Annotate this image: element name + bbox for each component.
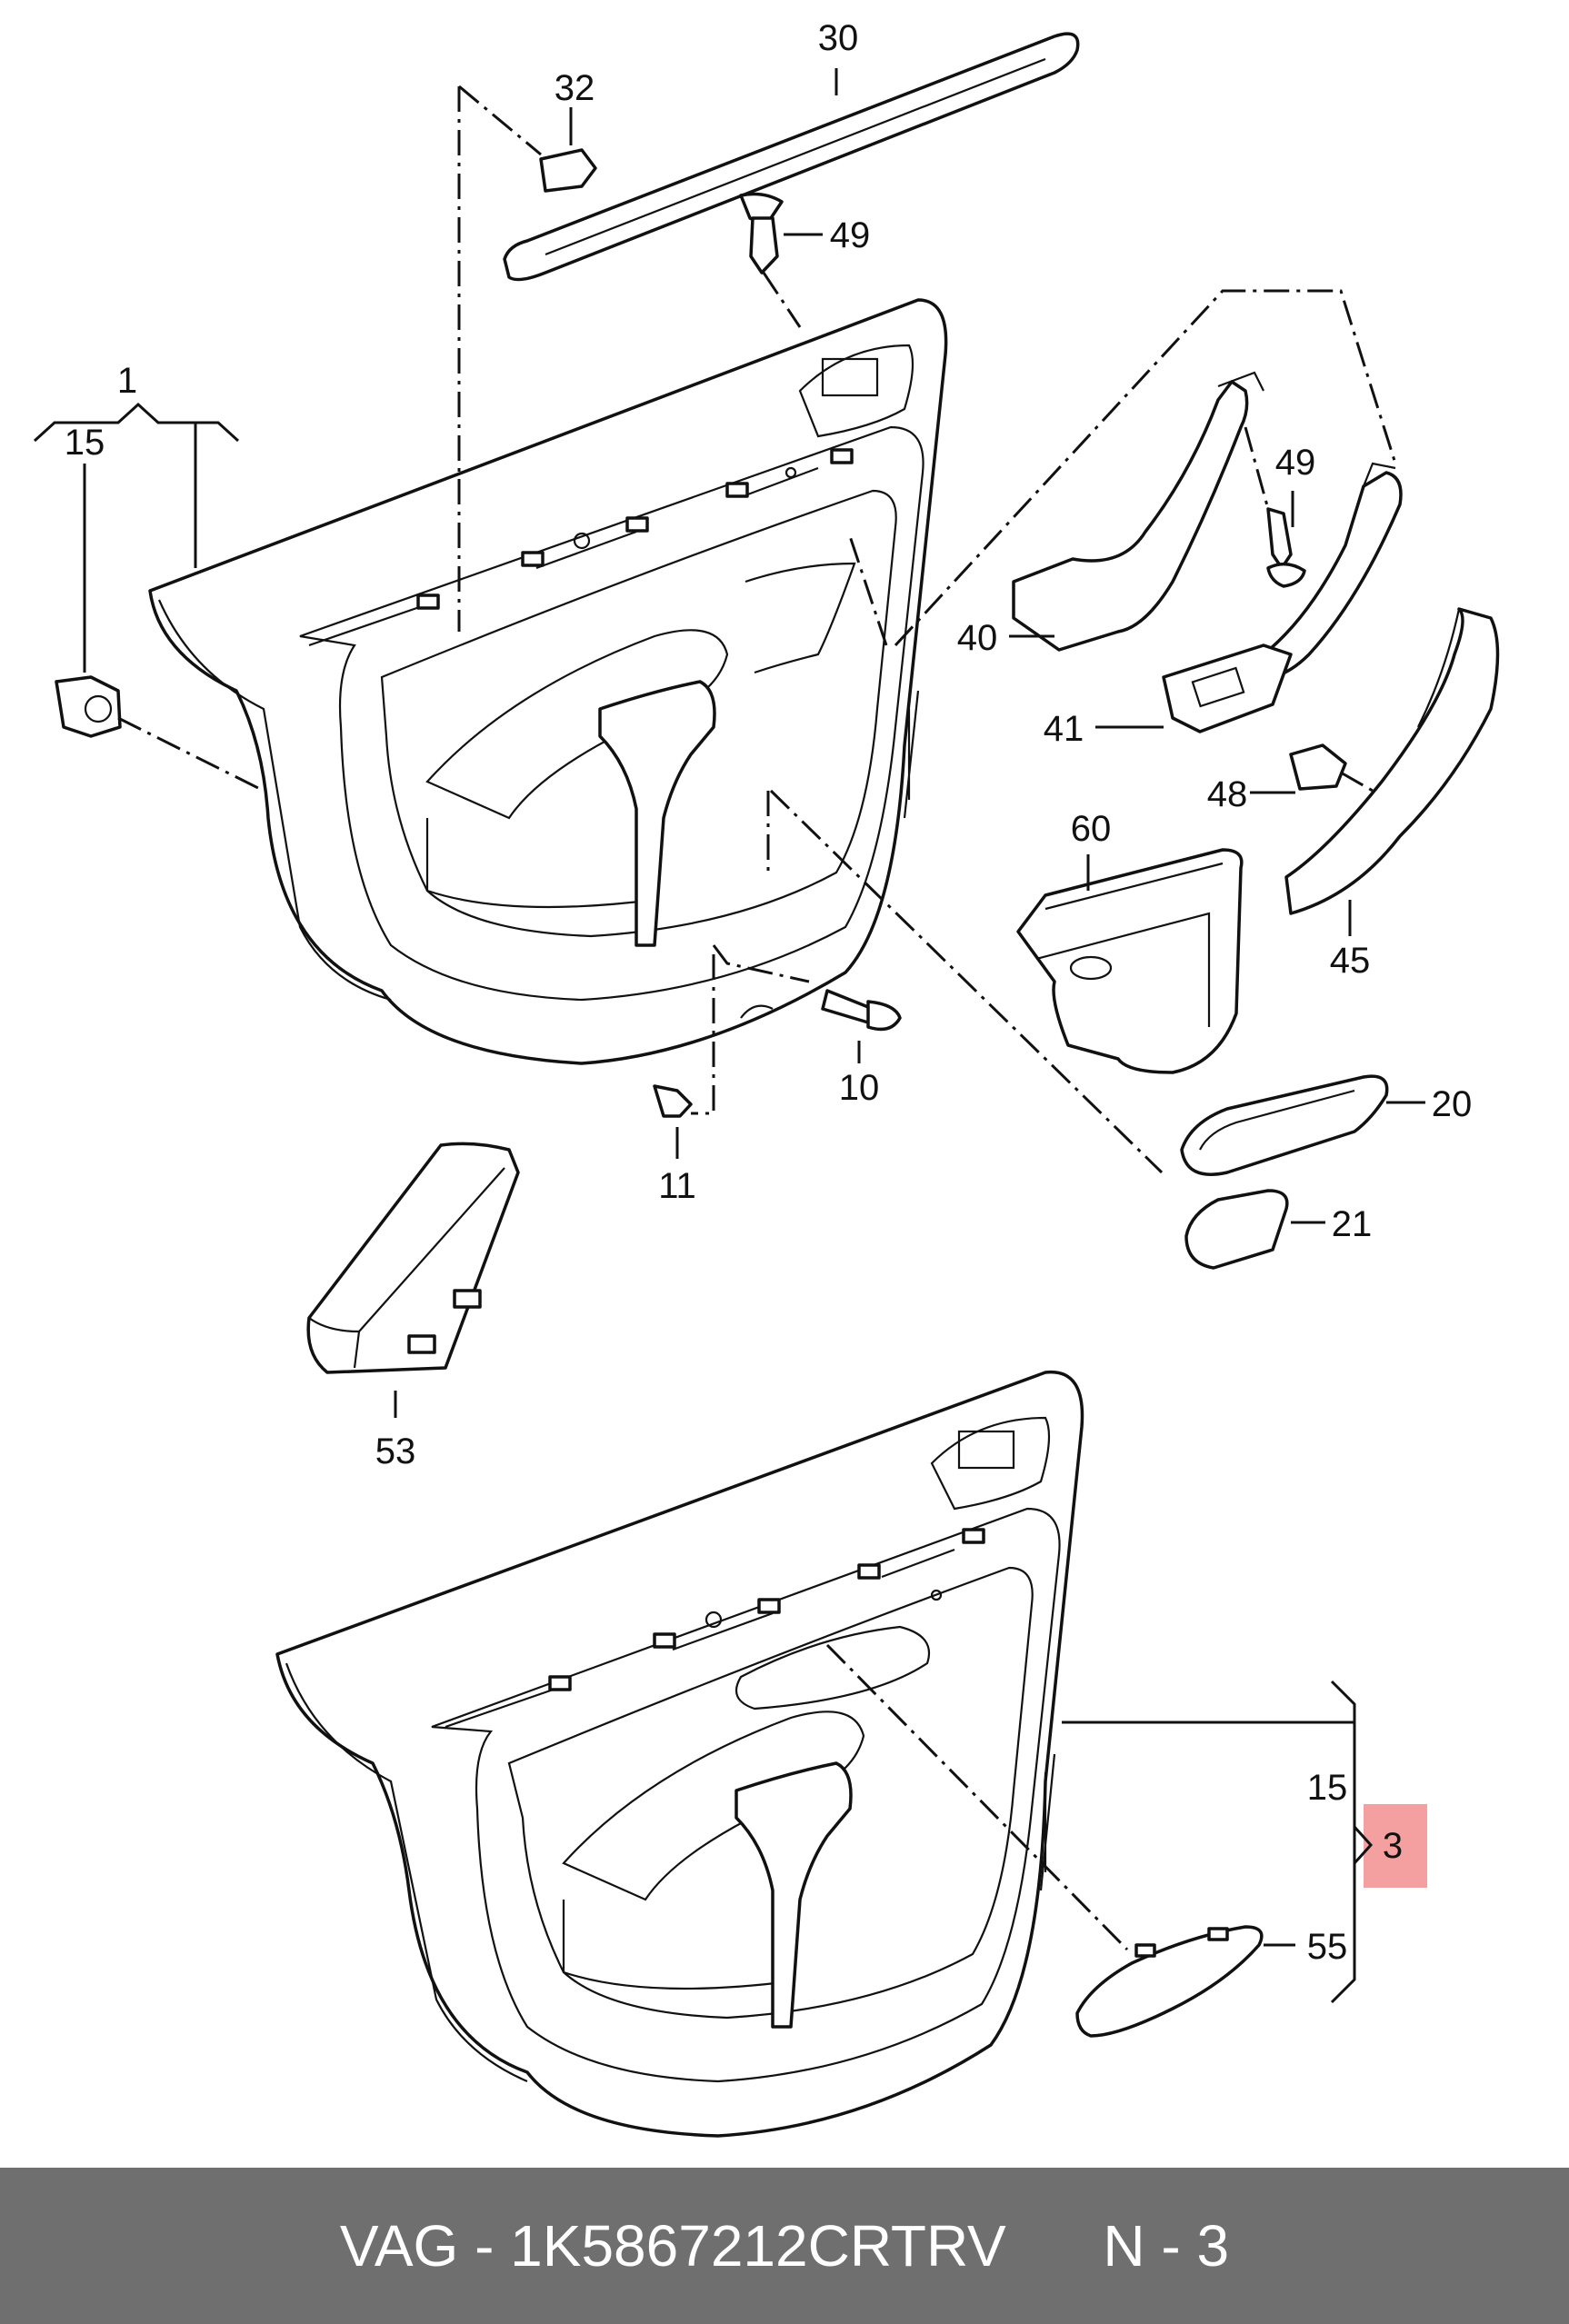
footer-part-number: 1K5867212CRTRV <box>510 2213 1006 2279</box>
label-11: 11 <box>658 1166 696 1206</box>
label-41: 41 <box>1044 709 1084 749</box>
trim-part-20 <box>1180 1074 1425 1176</box>
handle-part-40-right <box>1262 462 1403 679</box>
label-49-upper: 49 <box>830 215 871 255</box>
label-49-right: 49 <box>1275 443 1316 483</box>
label-10: 10 <box>839 1068 880 1108</box>
clip-part-11 <box>653 954 715 1159</box>
bracket-part-3 <box>1062 1680 1356 2004</box>
footer-brand: VAG <box>339 2213 459 2279</box>
door-panel-lower <box>275 1370 1084 2138</box>
clip-part-15 <box>55 464 265 793</box>
clip-part-32 <box>539 107 597 193</box>
label-32: 32 <box>555 68 595 108</box>
screw-part-49-upper <box>739 192 823 328</box>
label-1: 1 <box>117 361 137 401</box>
bracket-part-1 <box>33 402 240 568</box>
leader-60 <box>766 789 1164 1174</box>
label-60: 60 <box>1071 809 1112 849</box>
clip-part-48 <box>1250 743 1374 794</box>
parts-diagram: 1 15 30 32 49 10 <box>33 18 1500 2138</box>
bezel-part-41 <box>1095 643 1293 733</box>
label-15-upper: 15 <box>65 423 105 463</box>
block-part-53 <box>306 1142 520 1418</box>
armrest-part-45 <box>1284 607 1500 936</box>
label-55: 55 <box>1307 1927 1348 1967</box>
label-45: 45 <box>1330 941 1371 981</box>
highlight-part-3 <box>1364 1804 1427 1888</box>
screw-part-49-right <box>1244 426 1306 588</box>
cover-part-21 <box>1184 1189 1325 1270</box>
label-15-lower: 15 <box>1307 1768 1348 1808</box>
label-48: 48 <box>1207 774 1248 814</box>
footer-separator: - <box>458 2213 511 2279</box>
screw-part-10 <box>712 944 902 1063</box>
part-footer: VAG - 1K5867212CRTRV N - 3 <box>0 2168 1569 2324</box>
handle-part-40 <box>1009 371 1264 652</box>
label-20: 20 <box>1432 1084 1473 1124</box>
door-panel-upper <box>148 298 948 1065</box>
label-40: 40 <box>957 618 998 658</box>
label-30: 30 <box>818 18 859 58</box>
cap-part-55 <box>1075 1925 1295 2038</box>
footer-position: N - 3 <box>1103 2213 1230 2279</box>
label-21: 21 <box>1332 1204 1373 1244</box>
label-53: 53 <box>375 1431 416 1471</box>
label-3: 3 <box>1383 1826 1403 1866</box>
trim-strip-part-30 <box>503 32 1080 282</box>
leader-55 <box>825 1643 1129 1951</box>
leader-40-45 <box>894 289 1397 647</box>
recess-part-60 <box>1016 848 1244 1074</box>
